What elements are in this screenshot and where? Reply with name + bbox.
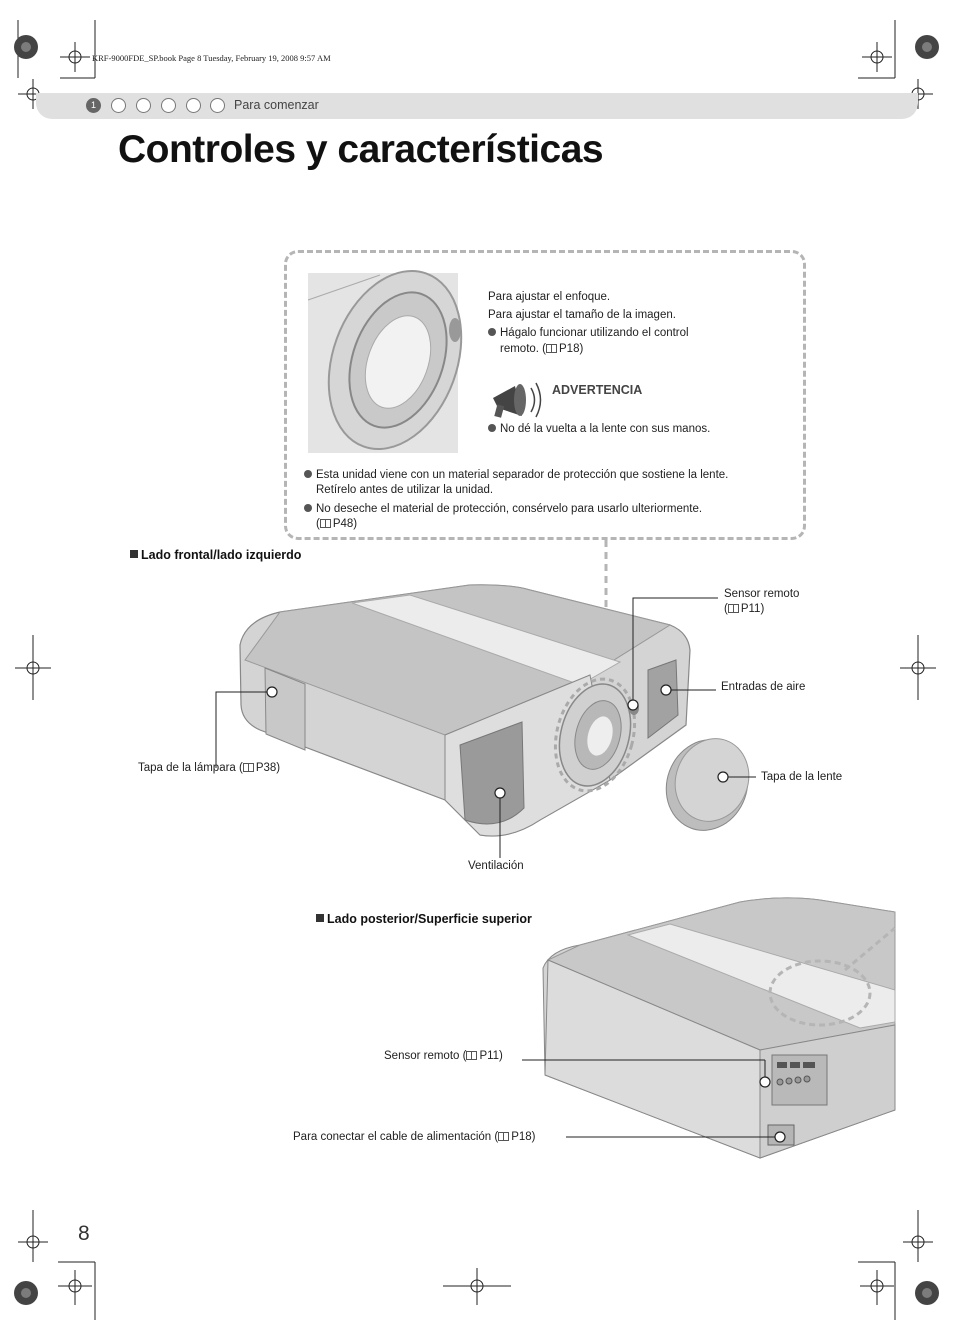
tapa-lampara-text: Tapa de la lámpara ( <box>138 762 243 774</box>
lens-cap-image <box>665 738 750 831</box>
star-targets <box>14 35 939 1305</box>
page-ref: P18) <box>511 1131 536 1143</box>
remote-note-line2: remoto. ( <box>500 343 547 355</box>
rear-leader-dots <box>759 1076 786 1143</box>
label-tapa-lente: Tapa de la lente <box>761 771 843 783</box>
spacer-note-line2: Retírelo antes de utilizar la unidad. <box>316 484 494 496</box>
book-icon <box>727 604 739 613</box>
page-ref: P18) <box>559 343 584 355</box>
book-icon <box>466 1051 478 1060</box>
front-leader-dots <box>266 684 729 799</box>
file-header: KRF-9000FDE_SP.book Page 8 Tuesday, Febr… <box>92 53 331 63</box>
bullet-icon <box>488 424 496 432</box>
chapter-indicator <box>136 98 151 113</box>
crop-mark-left-bottom <box>18 1210 48 1262</box>
chapter-indicator <box>161 98 176 113</box>
warning-title: ADVERTENCIA <box>552 383 643 397</box>
chapter-bar: 1 Para comenzar <box>36 93 918 119</box>
crop-mark-bottom-right <box>858 1261 896 1320</box>
page-ref: P38) <box>255 762 281 774</box>
front-leader-lines <box>215 597 756 858</box>
crop-mark-left-mid <box>15 635 51 700</box>
square-bullet-icon <box>130 550 138 558</box>
page-ref: P48) <box>332 518 358 530</box>
focus-text: Para ajustar el enfoque. <box>488 291 611 303</box>
book-icon <box>242 763 254 772</box>
warning-megaphone-icon <box>493 382 542 418</box>
rear-section-heading-text: Lado posterior/Superficie superior <box>327 912 532 926</box>
keep-spacer-note: No deseche el material de protección, co… <box>304 501 702 517</box>
crop-mark-right-bottom <box>903 1210 933 1262</box>
warning-text-content: No dé la vuelta a la lente con sus manos… <box>500 423 711 435</box>
page-number: 8 <box>78 1222 90 1245</box>
crop-mark-right-mid <box>900 635 936 700</box>
projector-front-image <box>239 584 691 837</box>
book-icon <box>546 344 558 353</box>
page-title: Controles y características <box>118 128 604 171</box>
label-sensor-remoto-front-ref: ( P11) <box>724 601 764 617</box>
square-bullet-icon <box>316 914 324 922</box>
bullet-icon <box>304 504 312 512</box>
chapter-indicator <box>210 98 225 113</box>
remote-note-ref: remoto. ( P18) <box>500 341 583 357</box>
remote-note-line1: Hágalo funcionar utilizando el control <box>500 327 689 339</box>
chapter-indicator <box>186 98 201 113</box>
chapter-indicator <box>111 98 126 113</box>
front-section-heading-text: Lado frontal/lado izquierdo <box>141 548 302 562</box>
keep-spacer-ref: ( P48) <box>316 516 357 532</box>
spacer-note: Esta unidad viene con un material separa… <box>304 467 728 483</box>
crop-mark-bottom-center <box>443 1268 511 1305</box>
spacer-note-line1: Esta unidad viene con un material separa… <box>316 469 729 481</box>
label-sensor-remoto-rear: Sensor remoto ( P11) <box>384 1048 503 1064</box>
label-entradas-aire: Entradas de aire <box>721 681 806 693</box>
chapter-indicator-active: 1 <box>86 98 101 113</box>
keep-spacer-line1: No deseche el material de protección, co… <box>316 503 703 515</box>
page-ref: P11) <box>479 1050 503 1062</box>
rear-section-heading: Lado posterior/Superficie superior <box>316 912 532 926</box>
zoom-text: Para ajustar el tamaño de la imagen. <box>488 309 676 321</box>
front-section-heading: Lado frontal/lado izquierdo <box>130 548 301 562</box>
bullet-icon <box>488 328 496 336</box>
chapter-label: Para comenzar <box>234 98 319 112</box>
book-icon <box>498 1132 510 1141</box>
label-cable-alimentacion: Para conectar el cable de alimentación (… <box>293 1129 536 1145</box>
label-tapa-lampara: Tapa de la lámpara ( P38) <box>138 760 280 776</box>
label-sensor-remoto-front: Sensor remoto <box>724 588 800 600</box>
projector-rear-image <box>542 897 896 1159</box>
sensor-remoto-rear-text: Sensor remoto ( <box>384 1050 467 1062</box>
bullet-icon <box>304 470 312 478</box>
label-ventilacion: Ventilación <box>468 860 524 872</box>
lens-callout-box <box>284 250 806 540</box>
remote-note: Hágalo funcionar utilizando el control <box>488 325 689 341</box>
lens-closeup-image <box>307 269 463 453</box>
cable-text: Para conectar el cable de alimentación ( <box>293 1131 499 1143</box>
warning-text: No dé la vuelta a la lente con sus manos… <box>488 421 710 437</box>
crop-mark-top-right <box>858 20 896 79</box>
crop-mark-bottom-left <box>58 1261 96 1320</box>
paren: ( <box>724 603 728 615</box>
page-ref: P11) <box>740 603 765 615</box>
book-icon <box>319 519 331 528</box>
paren: ( <box>316 518 320 530</box>
